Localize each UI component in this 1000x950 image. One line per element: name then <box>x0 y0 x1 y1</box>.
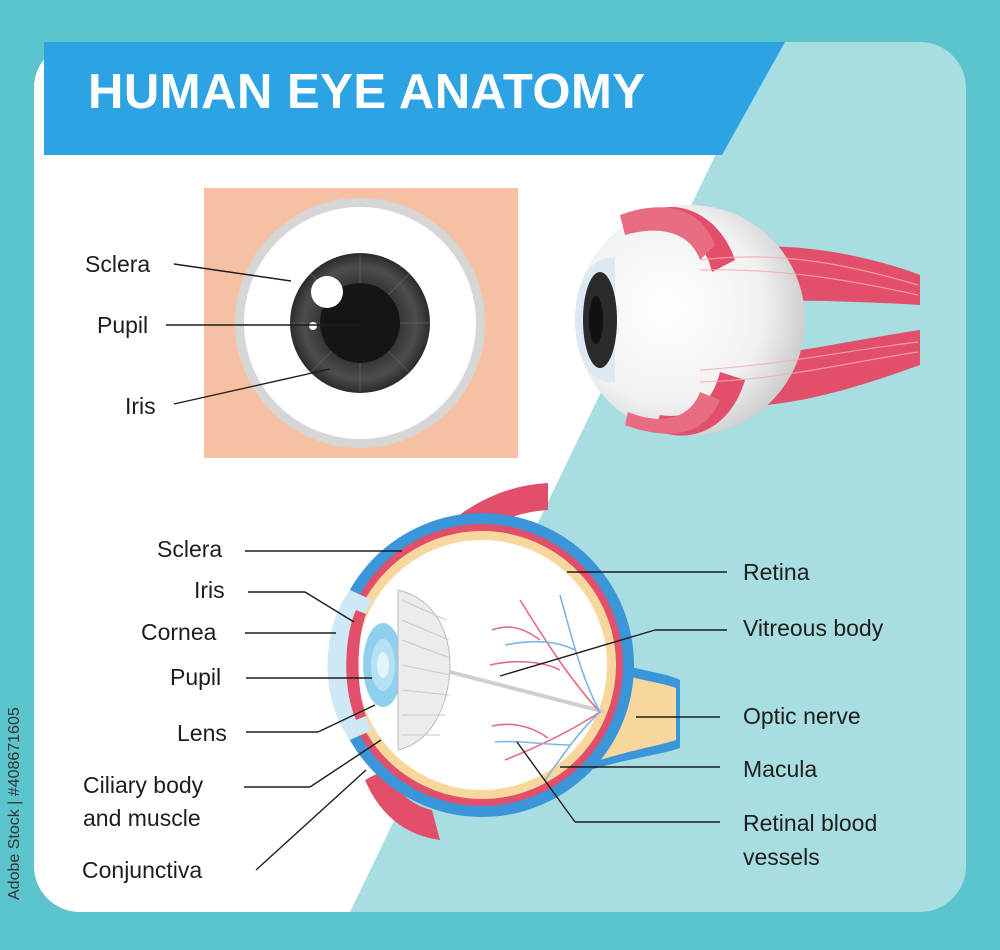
label-pupil-front: Pupil <box>97 312 149 338</box>
label-sclera-front: Sclera <box>85 251 151 277</box>
leader-lines <box>166 263 727 871</box>
label-macula: Macula <box>743 756 818 782</box>
label-conjunctiva: Conjunctiva <box>82 857 203 883</box>
label-iris-section: Iris <box>194 577 225 603</box>
label-vessels-line2: vessels <box>743 844 820 870</box>
label-cornea: Cornea <box>141 619 217 645</box>
label-vitreous-body: Vitreous body <box>743 615 884 641</box>
side-view-eye-muscles <box>575 205 920 436</box>
label-lens: Lens <box>177 720 227 746</box>
title-bar <box>44 42 785 155</box>
stock-watermark: Adobe Stock | #408671605 <box>6 707 23 900</box>
page-title: HUMAN EYE ANATOMY <box>88 65 646 119</box>
label-vessels-line1: Retinal blood <box>743 810 878 836</box>
label-ciliary-line1: Ciliary body <box>83 772 204 798</box>
label-pupil-section: Pupil <box>170 664 222 690</box>
label-iris-front: Iris <box>125 393 156 419</box>
cross-section-eye <box>327 483 680 840</box>
label-retina: Retina <box>743 559 810 585</box>
label-ciliary-line2: and muscle <box>83 805 201 831</box>
label-optic-nerve: Optic nerve <box>743 703 861 729</box>
label-sclera-section: Sclera <box>157 536 223 562</box>
front-view-eye <box>204 188 518 458</box>
